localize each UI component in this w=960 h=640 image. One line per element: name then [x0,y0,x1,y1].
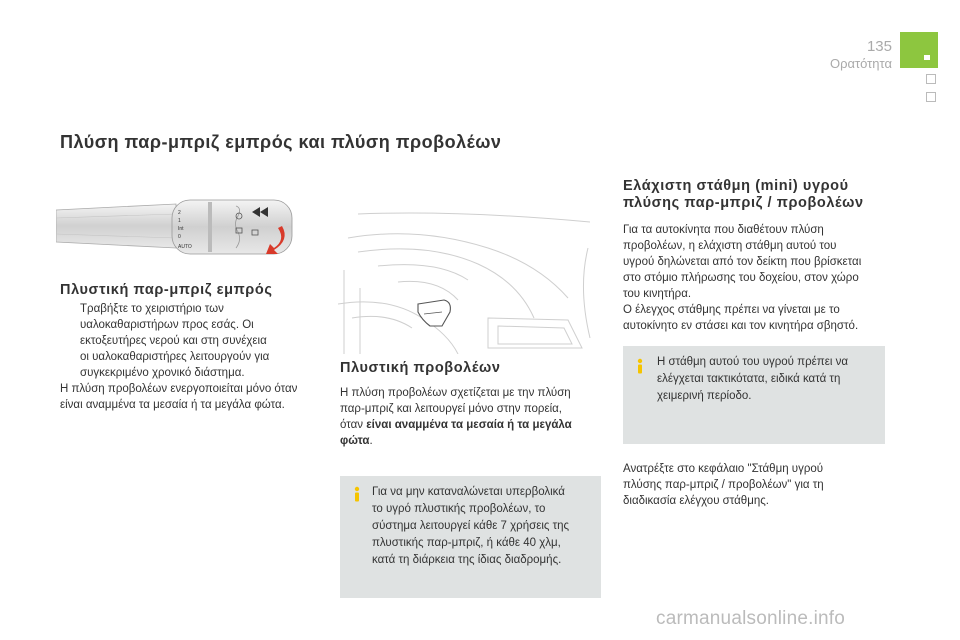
info-text: Η στάθμη αυτού του υγρού πρέπει να ελέγχ… [657,354,848,405]
page-title: Πλύση παρ-μπριζ εμπρός και πλύση προβολέ… [60,132,502,152]
text-line: Η πλύση προβολέων σχετίζεται με την πλύσ… [340,387,571,399]
text-line: στο στόμιο πλήρωσης του δοχείου, στον χώ… [623,272,859,284]
text-line: υαλοκαθαριστήρων προς εσάς. Οι [80,319,254,331]
text-line: Για τα αυτοκίνητα που διαθέτουν πλύση [623,224,824,236]
headlamp-washer-note: Η πλύση προβολέων ενεργοποιείται μόνο ότ… [60,381,297,413]
rewind-icon [252,207,268,217]
text-line: . [369,435,373,447]
text-line: πλυστικής παρ-μπριζ, ή κάθε 40 χλμ, [372,537,561,549]
tab-marker [924,55,930,60]
text-line: εκτοξευτήρες νερού και στη συνέχεια [80,335,267,347]
text-line: Ο έλεγχος στάθμης πρέπει να γίνεται με τ… [623,304,840,316]
stalk-label: 2 [178,210,181,216]
text-line: χειμερινή περίοδο. [657,390,752,402]
page-number: 135 [866,38,892,55]
info-icon [637,358,643,374]
washer-icon [235,227,243,234]
text-line: πλύσης παρ-μπριζ / προβολέων" για τη [623,479,824,491]
fluid-level-text: Για τα αυτοκίνητα που διαθέτουν πλύση πρ… [623,222,861,334]
text-line: του κινητήρα. [623,288,692,300]
text-emphasis: φώτα [340,435,370,447]
front-washer-heading: Πλυστική παρ-μπριζ εμπρός [60,282,273,298]
reference-text: Ανατρέξτε στο κεφάλαιο "Στάθμη υγρού πλύ… [623,461,824,509]
text-emphasis: είναι αναμμένα τα μεσαία ή τα μεγάλα [366,419,572,431]
text-line: υγρού δηλώνεται από τον δείκτη που βρίσκ… [623,256,862,268]
fluid-level-heading: Ελάχιστη στάθμη (mini) υγρού πλύσης παρ-… [623,178,864,212]
info-text: Για να μην καταναλώνεται υπερβολικά το υ… [372,484,569,569]
chapter-tab-empty [926,74,936,84]
text-line: αυτοκίνητο εν στάσει και τον κινητήρα σβ… [623,320,859,332]
text-line: διαδικασία ελέγχου στάθμης. [623,495,769,507]
headlamp-washer-heading: Πλυστική προβολέων [340,360,501,376]
text-line: προβολέων, η ελάχιστη στάθμη αυτού του [623,240,837,252]
info-icon [354,486,360,502]
pull-arrow-icon [266,226,285,254]
stalk-label: 1 [178,218,181,224]
text-line: Τραβήξτε το χειριστήριο των [80,303,224,315]
headlamp-washer-illustration [338,212,591,354]
watermark: carmanualsonline.info [656,608,846,629]
text-line: κατά τη διάρκεια της ίδιας διαδρομής. [372,554,562,566]
stalk-label: AUTO [178,244,192,250]
text-line: Η πλύση προβολέων ενεργοποιείται μόνο ότ… [60,383,298,395]
text-line: είναι αναμμένα τα μεσαία ή τα μεγάλα φώτ… [60,399,285,411]
text-line: οι υαλοκαθαριστήρες λειτουργούν για [80,351,270,363]
heading-line: πλύσης παρ-μπριζ / προβολέων [623,195,864,211]
info-box-level: Η στάθμη αυτού του υγρού πρέπει να ελέγχ… [623,346,885,444]
text-line: σύστημα λειτουργεί κάθε 7 χρήσεις της [372,520,570,532]
text-line: Για να μην καταναλώνεται υπερβολικά [372,486,565,498]
info-box-consumption: Για να μην καταναλώνεται υπερβολικά το υ… [340,476,601,598]
headlamp-washer-text: Η πλύση προβολέων σχετίζεται με την πλύσ… [340,385,572,449]
stalk-label: 0 [178,234,181,240]
section-title: Ορατότητα [829,56,892,71]
stalk-label: Int [178,226,184,232]
front-washer-instruction: Τραβήξτε το χειριστήριο των υαλοκαθαριστ… [80,301,269,381]
wiper-icon [235,212,243,220]
text-line: όταν [340,419,367,431]
text-line: Ανατρέξτε στο κεφάλαιο "Στάθμη υγρού [623,463,824,475]
text-line: παρ-μπριζ και λειτουργεί μόνο στην πορεί… [340,403,562,415]
text-line: το υγρό πλυστικής προβολέων, το [372,503,546,515]
wiper-stalk-illustration: 2 1 Int 0 AUTO [56,199,293,255]
text-line: ελέγχεται τακτικότατα, ειδικά κατά τη [657,373,841,385]
heading-line: Ελάχιστη στάθμη (mini) υγρού [623,178,849,194]
text-line: συγκεκριμένο χρονικό διάστημα. [80,367,245,379]
chapter-tab-empty [926,92,936,102]
text-line: Η στάθμη αυτού του υγρού πρέπει να [657,356,848,368]
chapter-tab [900,32,938,68]
